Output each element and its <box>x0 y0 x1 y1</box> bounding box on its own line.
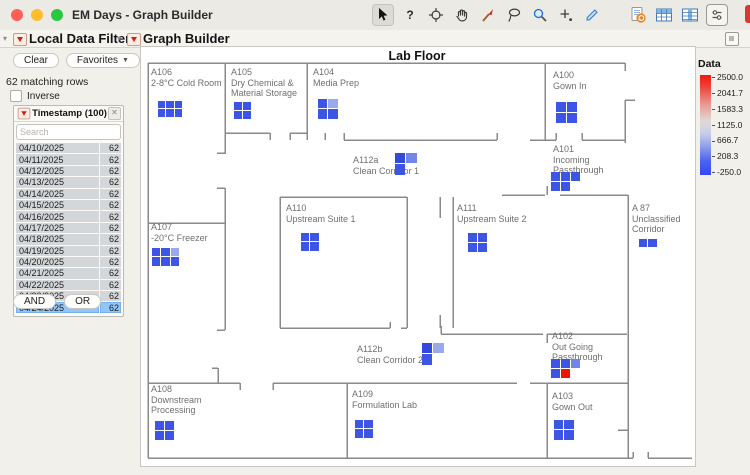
chart-title: Lab Floor <box>388 49 446 63</box>
legend-tick-label: 208.3 <box>712 151 738 161</box>
heat-cells-a100[interactable] <box>555 101 577 123</box>
heat-cells-a110[interactable] <box>300 232 319 251</box>
heat-cells-a112a[interactable] <box>394 152 417 175</box>
filter-collapse-icon[interactable]: ▾ <box>3 34 8 43</box>
legend-tick-label: -250.0 <box>712 167 741 177</box>
local-data-filter-panel: Clear Favorites▼ 62 matching rows Invers… <box>0 47 140 475</box>
graph-panel-title: Graph Builder <box>143 31 230 46</box>
annotate-tool-icon[interactable] <box>582 5 602 25</box>
heat-cells-a109[interactable] <box>354 419 373 438</box>
help-tool-icon[interactable]: ? <box>400 5 420 25</box>
crosshair-tool-icon[interactable] <box>426 5 446 25</box>
zoom-button[interactable] <box>51 9 63 21</box>
timestamp-filter-box: Timestamp (100) ✕ 04/10/20256204/11/2025… <box>13 105 137 317</box>
or-button[interactable]: OR <box>64 294 102 309</box>
lasso-tool-icon[interactable] <box>504 5 524 25</box>
minimize-button[interactable] <box>31 9 43 21</box>
heat-cells-a103[interactable] <box>553 419 574 440</box>
heat-cells-a112b[interactable] <box>421 342 444 365</box>
favorites-button[interactable]: Favorites▼ <box>65 53 140 68</box>
graph-collapse-icon[interactable]: ▾ <box>117 34 122 43</box>
graph-redtriangle-icon[interactable] <box>127 33 141 46</box>
timestamp-redtriangle-icon[interactable] <box>17 107 31 120</box>
legend-tick-label: 2041.7 <box>712 88 743 98</box>
window-titlebar: EM Days - Graph Builder ? <box>0 0 750 31</box>
and-button[interactable]: AND <box>13 294 57 309</box>
brush-tool-icon[interactable] <box>478 5 498 25</box>
tool-palette: ? <box>372 4 728 26</box>
magnifier-tool-icon[interactable] <box>530 5 550 25</box>
legend-title: Data <box>698 58 721 70</box>
chevron-down-icon: ▼ <box>122 57 129 64</box>
heat-cells-a111[interactable] <box>467 232 487 252</box>
arrow-tool-icon[interactable] <box>372 4 394 26</box>
heat-cells-a104[interactable] <box>317 98 338 119</box>
inverse-label: Inverse <box>27 90 60 102</box>
preferences-icon[interactable] <box>706 4 728 26</box>
heat-cells-a107[interactable] <box>151 247 180 266</box>
close-icon[interactable]: ✕ <box>108 107 121 120</box>
window-manage-icon[interactable] <box>725 32 739 46</box>
search-input[interactable] <box>20 127 137 137</box>
clipped-toolbar-icon[interactable] <box>745 5 750 23</box>
heat-cells-a101[interactable] <box>550 171 580 191</box>
svg-text:?: ? <box>406 8 413 22</box>
filter-redtriangle-icon[interactable] <box>13 33 27 46</box>
timestamp-column-title: Timestamp (100) <box>32 108 107 119</box>
legend-tick-label: 666.7 <box>712 135 738 145</box>
color-legend: Data 2500.0 2041.7 1583.3 1125.0 666.7 208.3 -… <box>698 58 750 193</box>
window-title: EM Days - Graph Builder <box>72 8 213 22</box>
legend-tick-label: 1583.3 <box>712 104 743 114</box>
plot-area[interactable] <box>140 46 696 467</box>
data-table-icon[interactable] <box>654 5 674 25</box>
inverse-checkbox[interactable] <box>10 90 22 102</box>
selection-tool-icon[interactable] <box>556 5 576 25</box>
rerun-script-icon[interactable] <box>628 5 648 25</box>
clear-button[interactable]: Clear <box>13 53 59 68</box>
heat-cells-a106[interactable] <box>157 100 183 117</box>
grabber-tool-icon[interactable] <box>452 5 472 25</box>
legend-gradient-bar[interactable] <box>700 75 711 175</box>
filter-panel-title: Local Data Filter <box>29 31 131 46</box>
matching-rows-text: 62 matching rows <box>6 76 89 88</box>
legend-tick-label: 2500.0 <box>712 72 743 82</box>
columns-icon[interactable] <box>680 5 700 25</box>
legend-tick-label: 1125.0 <box>712 120 742 130</box>
heat-cells-a102[interactable] <box>550 358 580 378</box>
heat-cells-a108[interactable] <box>154 420 174 440</box>
close-button[interactable] <box>11 9 23 21</box>
heat-cells-a105[interactable] <box>233 101 251 119</box>
heat-cells-a87[interactable] <box>638 238 657 248</box>
